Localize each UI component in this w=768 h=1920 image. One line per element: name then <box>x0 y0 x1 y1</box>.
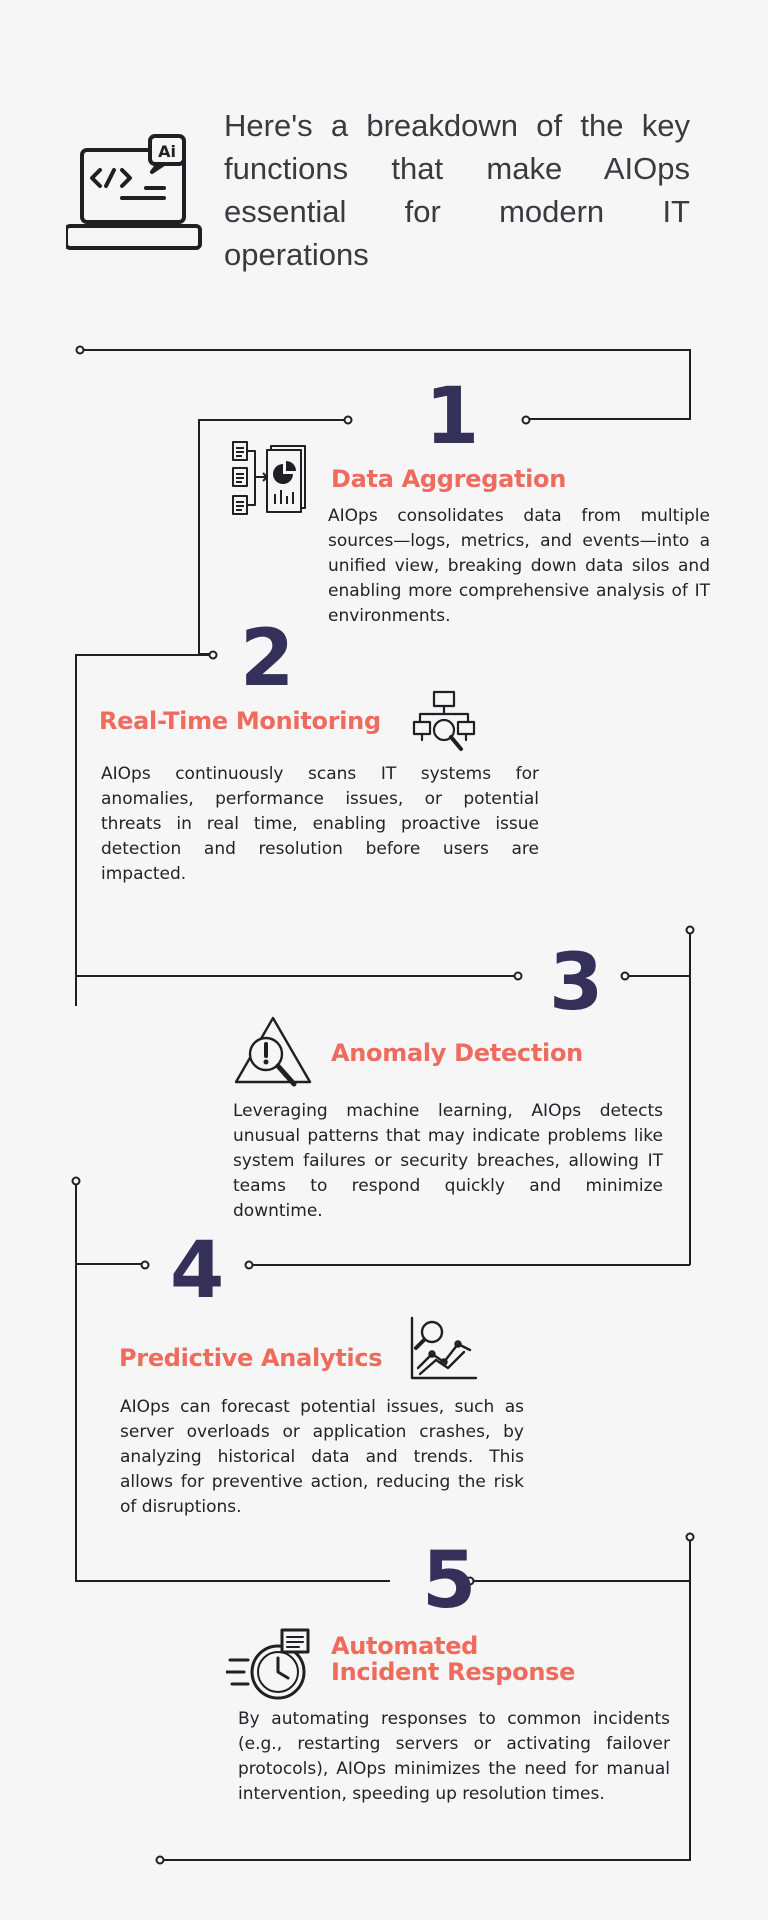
step-description-3: Leveraging machine learning, AIOps detec… <box>233 1101 663 1221</box>
step-number-1: 1 <box>425 372 480 462</box>
step-title-5: Automated Incident Response <box>331 1632 576 1686</box>
step-title-1: Data Aggregation <box>331 465 567 493</box>
step-description-4: AIOps can forecast potential issues, suc… <box>120 1397 524 1517</box>
connector-dot <box>155 1855 165 1865</box>
connector-dot <box>71 1176 81 1186</box>
connector-dot <box>685 1532 695 1542</box>
step-number-5: 5 <box>422 1536 477 1626</box>
network-search-icon <box>412 690 478 756</box>
step-title-3: Anomaly Detection <box>331 1039 583 1067</box>
connector-dot <box>465 1576 475 1586</box>
step-number-4: 4 <box>170 1226 225 1316</box>
trend-analysis-icon <box>408 1316 478 1382</box>
connector-dot <box>513 971 523 981</box>
intro-text: Here's a breakdown of the key functions … <box>224 108 690 272</box>
fast-clock-icon <box>226 1628 312 1702</box>
laptop-ai-code-icon: Ai <box>66 130 202 256</box>
documents-to-report-icon <box>231 440 309 518</box>
connector-dot <box>244 1260 254 1270</box>
connector-dot <box>685 925 695 935</box>
step-description-2: AIOps continuously scans IT systems for … <box>101 764 539 884</box>
warning-magnifier-icon <box>234 1016 312 1092</box>
connector-dot <box>521 415 531 425</box>
step-description-1: AIOps consolidates data from multiple so… <box>328 506 710 626</box>
step-title-4: Predictive Analytics <box>119 1344 383 1372</box>
connector-dot <box>620 971 630 981</box>
connector-dot <box>75 345 85 355</box>
step-number-2: 2 <box>240 614 295 704</box>
connector-dot <box>343 415 353 425</box>
connector-dot <box>140 1260 150 1270</box>
svg-text:Ai: Ai <box>158 142 176 161</box>
step-number-3: 3 <box>549 938 604 1028</box>
step-title-2: Real-Time Monitoring <box>99 707 381 735</box>
step-description-5: By automating responses to common incide… <box>238 1709 670 1804</box>
connector-dot <box>208 650 218 660</box>
